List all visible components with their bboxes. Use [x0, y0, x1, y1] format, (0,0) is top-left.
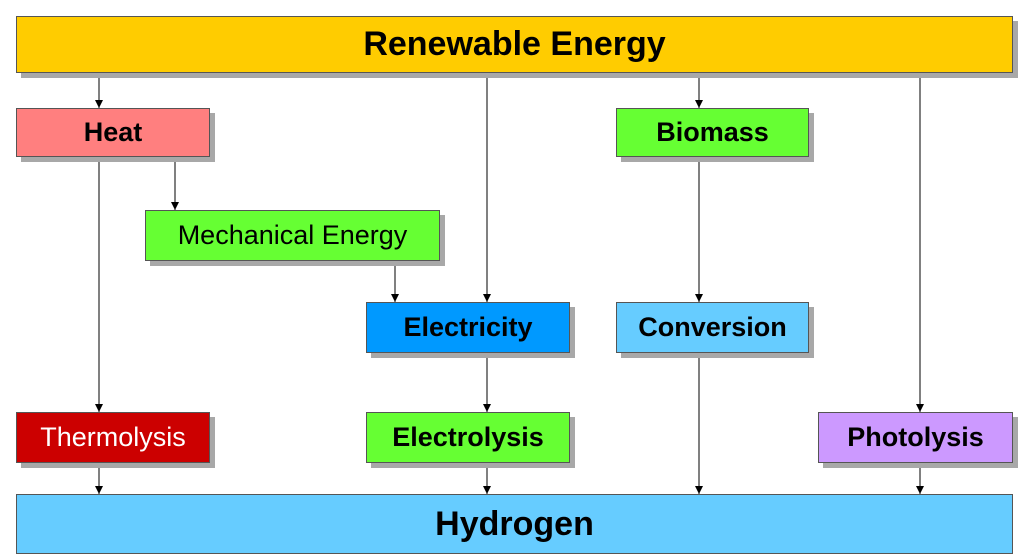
node-conversion: Conversion	[616, 302, 809, 353]
node-electrolysis: Electrolysis	[366, 412, 570, 463]
node-electricity: Electricity	[366, 302, 570, 353]
node-photolysis: Photolysis	[818, 412, 1013, 463]
node-hydrogen: Hydrogen	[16, 494, 1013, 554]
node-mechanical-energy: Mechanical Energy	[145, 210, 440, 261]
node-thermolysis: Thermolysis	[16, 412, 210, 463]
node-heat: Heat	[16, 108, 210, 157]
node-renewable-energy: Renewable Energy	[16, 16, 1013, 73]
node-biomass: Biomass	[616, 108, 809, 157]
